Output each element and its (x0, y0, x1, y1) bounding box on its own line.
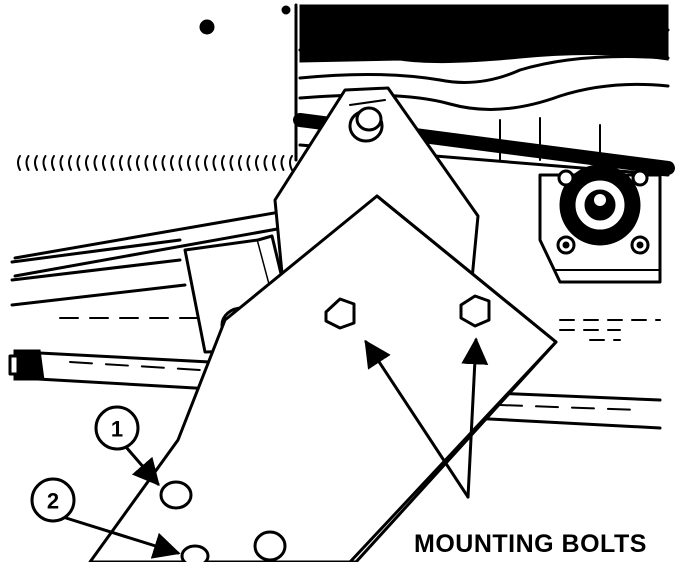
spring-coil (255, 155, 259, 171)
spring-coil (102, 155, 106, 171)
spring-coil (272, 155, 276, 171)
spring-coil (161, 155, 166, 171)
spring-coil (246, 155, 251, 171)
spring-coil (85, 155, 89, 171)
spring-coil (289, 155, 293, 171)
plate-hole-3 (253, 530, 287, 562)
spring-coil (153, 155, 157, 171)
rod-end-fitting (8, 349, 45, 381)
spring-coil (51, 155, 55, 171)
mounting-bolts-arrows (364, 337, 489, 499)
linkage-rods (10, 238, 662, 430)
spring-coil (280, 155, 285, 171)
spring-coil (178, 155, 183, 171)
ink-dot (199, 19, 215, 35)
drive-plate (538, 164, 662, 341)
mounting-plate (88, 194, 558, 562)
spring-coil (119, 155, 123, 171)
spring-coil (204, 155, 208, 171)
spring-coil (221, 155, 225, 171)
machine-housing (293, 3, 675, 177)
spring-coil (42, 155, 47, 171)
spring-coil (263, 155, 268, 171)
spring-coil (212, 155, 217, 171)
spring-coil (68, 155, 72, 171)
spring-coil (25, 155, 30, 171)
spring-coil (17, 155, 21, 171)
spring-coil (110, 155, 115, 171)
mounting-bolts-label: MOUNTING BOLTS (414, 530, 647, 558)
plate-hole-1 (159, 480, 193, 510)
mounting-bolt-right (459, 294, 491, 328)
spring-coil (238, 155, 242, 171)
callout-2-number: 2 (47, 489, 59, 514)
ink-dot (281, 5, 291, 15)
spring-coil (76, 155, 81, 171)
spring-coil (187, 155, 191, 171)
spring-coil (136, 155, 140, 171)
mounting-bolt-left (324, 297, 356, 330)
spring-coil (59, 155, 64, 171)
coil-spring (17, 155, 293, 171)
spring-coil (144, 155, 149, 171)
spring-coil (34, 155, 38, 171)
callout-1-number: 1 (111, 417, 123, 442)
spring-coil (127, 155, 132, 171)
callout-2: 2 (30, 477, 181, 559)
spring-coil (93, 155, 98, 171)
callout-1: 1 (94, 405, 160, 487)
spring-coil (170, 155, 174, 171)
plate-hole-2 (180, 544, 210, 562)
spring-coil (229, 155, 234, 171)
spring-coil (195, 155, 200, 171)
